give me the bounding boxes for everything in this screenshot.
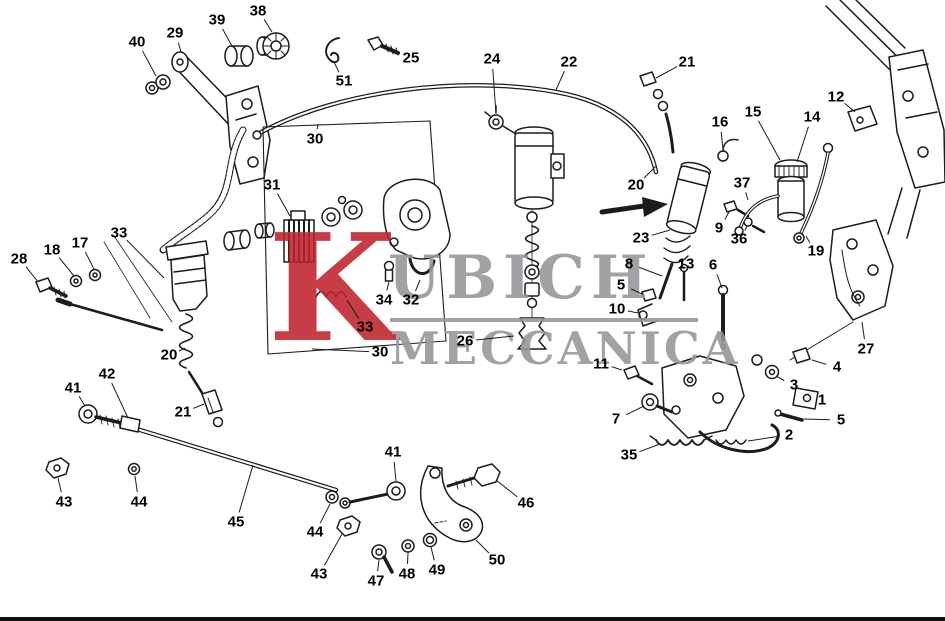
callout-51: 51 — [335, 72, 353, 90]
callout-5: 5 — [616, 276, 626, 294]
watermark-word-meccanica: MECCANICA — [390, 322, 741, 375]
callout-32: 32 — [402, 291, 420, 309]
callout-49: 49 — [428, 561, 446, 579]
watermark-logo: K UBICH MECCANICA — [268, 201, 738, 375]
callout-25: 25 — [402, 49, 420, 67]
callout-18: 18 — [43, 241, 61, 259]
callout-48: 48 — [398, 565, 416, 583]
callout-4: 4 — [832, 358, 842, 376]
callout-44: 44 — [130, 493, 148, 511]
callout-41: 41 — [64, 379, 82, 397]
callout-37: 37 — [733, 174, 751, 192]
callout-1: 1 — [817, 391, 827, 409]
callout-34: 34 — [375, 291, 393, 309]
callout-13: 13 — [677, 255, 695, 273]
lever-assembly — [145, 32, 290, 185]
callout-11: 11 — [593, 355, 609, 373]
master-cylinder-front — [484, 105, 565, 350]
callout-30: 30 — [306, 130, 324, 148]
callout-43: 43 — [310, 565, 328, 583]
callout-9: 9 — [714, 219, 724, 237]
callout-15: 15 — [744, 103, 762, 121]
frame-section — [825, 0, 945, 239]
callout-28: 28 — [10, 250, 28, 268]
callout-3: 3 — [789, 376, 799, 394]
callout-29: 29 — [166, 24, 184, 42]
callout-21: 21 — [174, 403, 192, 421]
watermark-word-kubich: UBICH — [388, 243, 654, 313]
callout-45: 45 — [227, 513, 245, 531]
callout-39: 39 — [208, 11, 226, 29]
heel-guard-bracket — [829, 219, 894, 321]
cotter-pin-and-bolt — [325, 36, 400, 64]
callout-7: 7 — [611, 410, 621, 428]
callout-40: 40 — [128, 33, 146, 51]
callout-8: 8 — [624, 255, 634, 273]
callout-20: 20 — [160, 346, 178, 364]
footpeg-pedal-assembly — [623, 321, 854, 453]
callout-17: 17 — [71, 234, 89, 252]
fluid-reservoir — [734, 142, 834, 244]
callout-24: 24 — [483, 50, 501, 68]
callout-22: 22 — [560, 53, 578, 71]
callout-16: 16 — [711, 113, 729, 131]
callout-10: 10 — [608, 300, 626, 318]
watermark-underline — [390, 318, 698, 322]
callout-26: 26 — [456, 332, 474, 350]
caliper-bracket-box — [223, 120, 451, 355]
callout-35: 35 — [620, 446, 638, 464]
callout-36: 36 — [730, 230, 748, 248]
brake-switch-assembly — [35, 235, 224, 428]
callout-12: 12 — [827, 88, 845, 106]
callout-14: 14 — [803, 108, 821, 126]
callout-38: 38 — [249, 2, 267, 20]
callout-2: 2 — [784, 426, 794, 444]
callout-33: 33 — [110, 224, 128, 242]
watermark-letter-k: K — [268, 201, 397, 375]
callout-50: 50 — [488, 551, 506, 569]
callout-20: 20 — [627, 176, 645, 194]
callout-30: 30 — [371, 343, 389, 361]
footer-rule — [0, 617, 945, 621]
callout-33: 33 — [356, 318, 374, 336]
callout-21: 21 — [678, 53, 696, 71]
callout-6: 6 — [708, 256, 718, 274]
callout-19: 19 — [807, 242, 825, 260]
callout-47: 47 — [367, 572, 385, 590]
callout-43: 43 — [55, 493, 73, 511]
callout-44: 44 — [306, 523, 324, 541]
callout-41: 41 — [384, 443, 402, 461]
brake-rod-linkage — [45, 404, 501, 574]
callout-42: 42 — [98, 365, 116, 383]
callout-5: 5 — [836, 411, 846, 429]
ribbed-cable — [159, 126, 247, 254]
master-cylinder-rear — [599, 71, 766, 349]
callout-31: 31 — [263, 176, 281, 194]
callout-27: 27 — [857, 340, 875, 358]
callout-46: 46 — [517, 494, 535, 512]
brake-hose — [252, 83, 659, 175]
callout-23: 23 — [632, 229, 650, 247]
